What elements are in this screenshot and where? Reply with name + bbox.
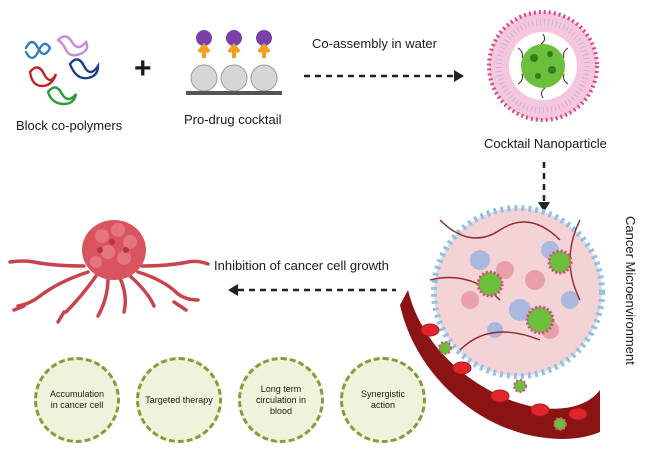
label-co-assembly: Co-assembly in water [312, 36, 437, 51]
feature-line: Targeted therapy [145, 394, 213, 405]
label-block-copolymers: Block co-polymers [16, 118, 123, 133]
arrow-inhibition [228, 284, 396, 296]
copolymer-coil-green [46, 86, 78, 106]
label-cocktail-nanoparticle: Cocktail Nanoparticle [484, 136, 607, 151]
label-prodrug-cocktail: Pro-drug cocktail [184, 112, 282, 127]
red-blood-cells [420, 323, 588, 421]
prodrug-cocktail-graphic [186, 30, 282, 95]
cancer-microenvironment-graphic [400, 205, 605, 439]
copolymer-coil-red [28, 66, 58, 88]
prodrug-backbone [186, 91, 282, 95]
feature-line: Synergistic action [360, 389, 405, 410]
copolymer-coil-blue [24, 40, 52, 60]
prodrug-unit [250, 30, 278, 92]
copolymer-coil-purple [56, 35, 89, 57]
cocktail-nanoparticle-graphic [487, 10, 599, 122]
plus-sign: + [134, 52, 152, 85]
arrow-down-to-microenvironment [538, 162, 550, 212]
tumor-graphic [8, 220, 210, 324]
label-cancer-microenvironment: Cancer Microenvironment [623, 216, 638, 365]
copolymer-coil-navy [68, 58, 100, 80]
nanoparticle-in-tumor [476, 249, 573, 335]
feature-long-term-circulation: Long term circulation in blood [238, 357, 324, 443]
feature-line: circulation in blood [255, 394, 307, 416]
feature-line: Accumulation [49, 389, 105, 399]
feature-line: in cancer cell [50, 400, 104, 410]
block-copolymers-graphic [24, 35, 100, 106]
blood-vessel [400, 290, 600, 439]
feature-line: Long term [260, 383, 302, 394]
feature-accumulation: Accumulation in cancer cell [34, 357, 120, 443]
arrow-co-assembly [304, 70, 464, 82]
tumor-tendrils [8, 259, 210, 324]
feature-synergistic-action: Synergistic action [340, 357, 426, 443]
tumor-mass [82, 220, 146, 280]
feature-targeted-therapy: Targeted therapy [136, 357, 222, 443]
prodrug-unit [190, 30, 218, 92]
prodrug-unit [220, 30, 248, 92]
label-inhibition: Inhibition of cancer cell growth [214, 258, 389, 273]
